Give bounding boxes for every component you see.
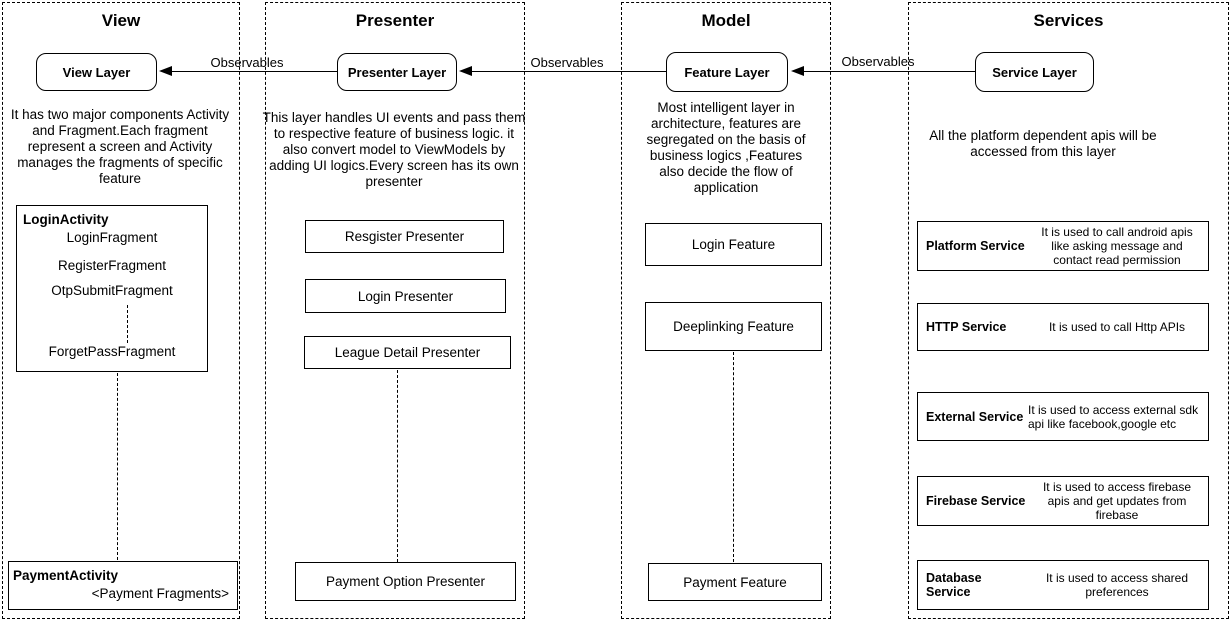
model-description: Most intelligent layer in architecture, … — [646, 100, 806, 195]
view-layer-box: View Layer — [36, 53, 157, 91]
arrow-head-services-to-model — [791, 66, 804, 76]
observables-label-3: Observables — [841, 54, 915, 69]
fragment-forgetpass: ForgetPassFragment — [48, 344, 176, 359]
service-box-http: HTTP Service It is used to call Http API… — [917, 303, 1209, 351]
service-box-platform: Platform Service It is used to call andr… — [917, 221, 1209, 271]
fragment-login: LoginFragment — [66, 230, 158, 245]
view-activity-connector-line — [117, 373, 118, 560]
feature-layer-box: Feature Layer — [666, 52, 788, 92]
model-connector-line — [733, 352, 734, 562]
service-desc-external: It is used to access external sdk api li… — [1028, 402, 1199, 431]
column-services — [908, 2, 1229, 619]
presenter-description: This layer handles UI events and pass th… — [262, 110, 526, 189]
arrow-head-model-to-presenter — [459, 66, 472, 76]
payment-activity-title: PaymentActivity — [13, 568, 119, 583]
fragment-connector-line — [127, 305, 128, 343]
column-title-view: View — [101, 11, 141, 30]
login-activity-title: LoginActivity — [23, 212, 109, 227]
model-box-payment-feature: Payment Feature — [648, 563, 822, 601]
column-title-presenter: Presenter — [355, 11, 435, 30]
fragment-otpsubmit: OtpSubmitFragment — [51, 283, 173, 298]
service-name-platform: Platform Service — [926, 239, 1025, 253]
service-desc-firebase: It is used to access firebase apis and g… — [1042, 480, 1192, 522]
arrow-line-presenter-to-view — [171, 71, 337, 72]
model-box-login-feature: Login Feature — [645, 223, 822, 266]
view-description: It has two major components Activity and… — [10, 107, 230, 186]
column-title-model: Model — [701, 11, 751, 30]
presenter-box-league-detail: League Detail Presenter — [304, 336, 511, 369]
observables-label-1: Observables — [210, 55, 284, 70]
arrow-head-presenter-to-view — [159, 66, 172, 76]
service-desc-database: It is used to access shared preferences — [1045, 571, 1189, 599]
arrow-line-model-to-presenter — [471, 71, 666, 72]
service-desc-http: It is used to call Http APIs — [1048, 320, 1186, 334]
presenter-box-login: Login Presenter — [305, 279, 506, 313]
service-name-external: External Service — [926, 409, 1024, 424]
service-box-firebase: Firebase Service It is used to access fi… — [917, 476, 1209, 526]
column-presenter — [265, 2, 525, 619]
services-description: All the platform dependent apis will be … — [929, 128, 1157, 159]
payment-activity-box: PaymentActivity <Payment Fragments> — [8, 561, 238, 610]
login-activity-box: LoginActivity LoginFragment RegisterFrag… — [16, 205, 208, 372]
service-name-database: Database Service — [926, 571, 982, 599]
service-name-http: HTTP Service — [926, 320, 1007, 334]
service-box-database: Database Service It is used to access sh… — [917, 560, 1209, 610]
presenter-box-register: Resgister Presenter — [305, 220, 504, 253]
fragment-register: RegisterFragment — [57, 258, 167, 273]
service-desc-platform: It is used to call android apis like ask… — [1041, 225, 1193, 267]
column-model — [621, 2, 831, 619]
service-box-external: External Service It is used to access ex… — [917, 392, 1209, 441]
presenter-layer-box: Presenter Layer — [337, 53, 457, 91]
service-layer-box: Service Layer — [975, 52, 1094, 92]
presenter-box-payment-option: Payment Option Presenter — [295, 562, 516, 601]
column-title-services: Services — [1033, 11, 1104, 30]
service-name-firebase: Firebase Service — [926, 494, 1026, 508]
presenter-connector-line — [397, 370, 398, 562]
payment-activity-subtitle: <Payment Fragments> — [91, 586, 229, 601]
arrow-line-services-to-model — [803, 71, 975, 72]
column-view — [2, 2, 240, 619]
observables-label-2: Observables — [530, 55, 604, 70]
model-box-deeplinking-feature: Deeplinking Feature — [645, 302, 822, 351]
